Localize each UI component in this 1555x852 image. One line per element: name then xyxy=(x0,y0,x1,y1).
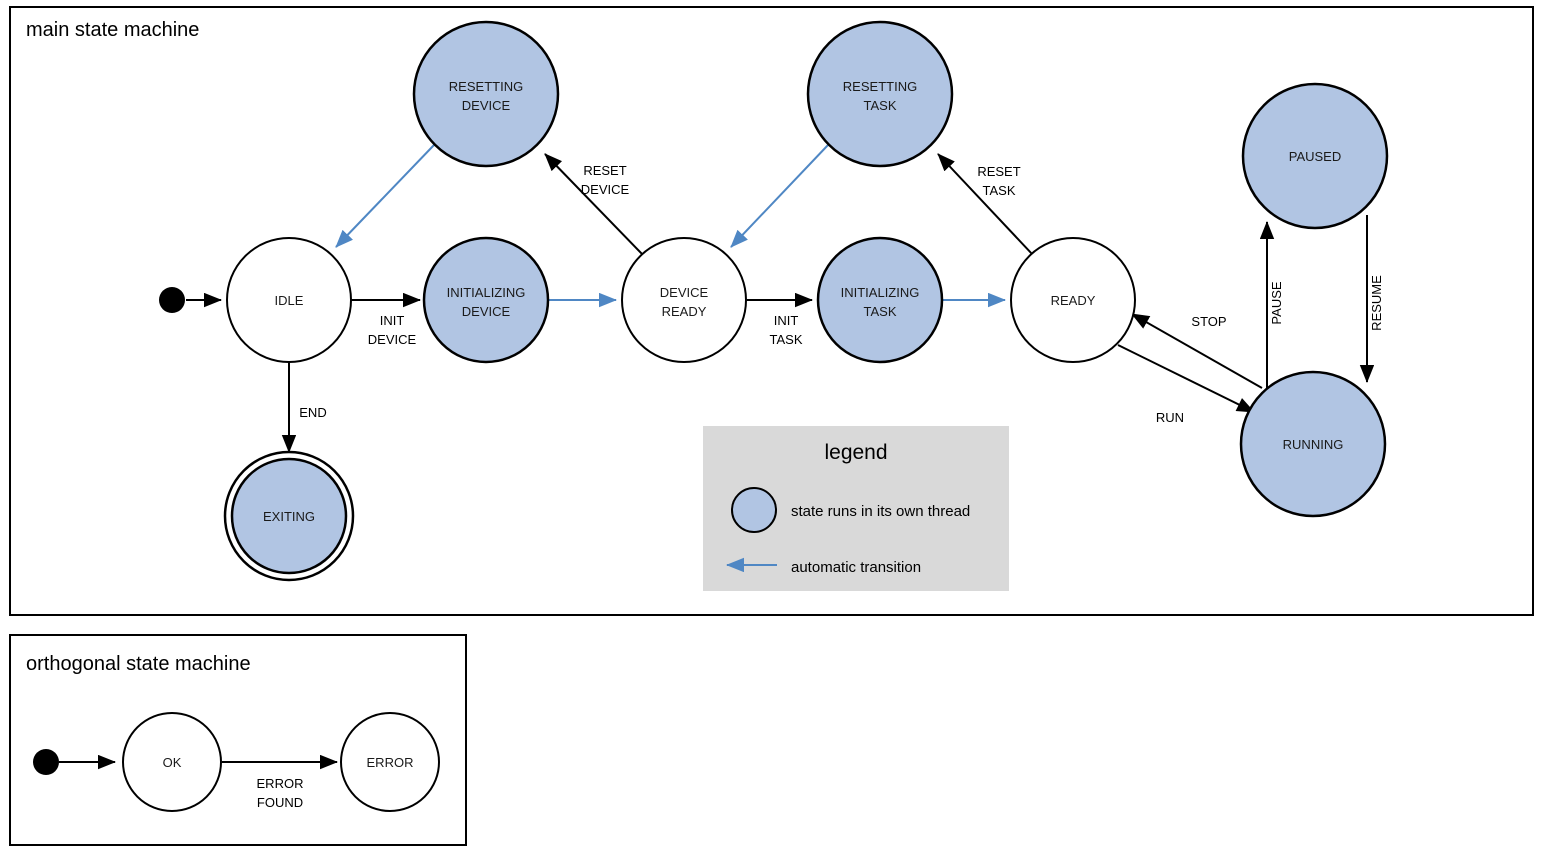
orthogonal-start-state-dot xyxy=(33,749,59,775)
state-error[interactable]: ERROR xyxy=(340,712,440,812)
transition-device-ready-init-task: INIT TASK xyxy=(747,292,813,347)
state-label-line1: IDLE xyxy=(275,293,304,308)
transition-resetting-task-device-ready xyxy=(730,144,829,248)
orthogonal-frame-title: orthogonal state machine xyxy=(26,653,251,675)
transition-idle-end: END xyxy=(281,362,327,453)
transition-paused-resume: RESUME xyxy=(1359,215,1384,383)
state-label-line2: READY xyxy=(662,304,707,319)
transition-label-line1: RESET xyxy=(977,164,1020,179)
state-label-line1: OK xyxy=(163,755,182,770)
main-frame-title: main state machine xyxy=(26,19,199,41)
state-initializing-task[interactable]: INITIALIZING TASK xyxy=(816,236,944,364)
state-exiting[interactable]: EXITING xyxy=(223,450,355,582)
state-paused[interactable]: PAUSED xyxy=(1241,82,1389,230)
transition-label-line2: DEVICE xyxy=(581,182,630,197)
legend-item-label: state runs in its own thread xyxy=(791,503,970,520)
state-ok[interactable]: OK xyxy=(122,712,222,812)
legend-item-label: automatic transition xyxy=(791,559,921,576)
state-idle[interactable]: IDLE xyxy=(226,237,352,363)
state-label-line2: TASK xyxy=(864,98,897,113)
state-ready[interactable]: READY xyxy=(1010,237,1136,363)
legend-thread-state-circle-icon xyxy=(731,487,777,533)
transition-orthogonal-ok-error: ERROR FOUND xyxy=(222,754,338,810)
state-label-line1: INITIALIZING xyxy=(841,285,920,300)
transition-label-line1: INIT xyxy=(380,313,405,328)
state-label-line1: EXITING xyxy=(263,509,315,524)
transition-label-line1: RESUME xyxy=(1369,275,1384,331)
state-resetting-device[interactable]: RESETTING DEVICE xyxy=(412,20,560,168)
transition-label-line1: END xyxy=(299,405,326,420)
transition-label-line2: TASK xyxy=(770,332,803,347)
transition-ready-run: RUN xyxy=(1117,344,1255,425)
transition-label-line1: RESET xyxy=(583,163,626,178)
transition-device-ready-reset: RESET DEVICE xyxy=(544,153,644,256)
transition-ready-reset-task: RESET TASK xyxy=(937,153,1034,256)
state-label-line1: RESETTING xyxy=(843,79,917,94)
transition-label-line1: PAUSE xyxy=(1269,281,1284,324)
transition-label-line1: ERROR xyxy=(257,776,304,791)
state-label-line1: ERROR xyxy=(367,755,414,770)
state-label-line1: READY xyxy=(1051,293,1096,308)
transition-label-line1: INIT xyxy=(774,313,799,328)
legend-item-thread-state: state runs in its own thread xyxy=(731,487,970,533)
legend-item-automatic-transition: automatic transition xyxy=(726,557,921,576)
state-device-ready[interactable]: DEVICE READY xyxy=(621,237,747,363)
state-resetting-task[interactable]: RESETTING TASK xyxy=(806,20,954,168)
state-label-line2: DEVICE xyxy=(462,304,511,319)
legend: legend state runs in its own thread auto… xyxy=(703,426,1009,591)
state-label-line2: TASK xyxy=(864,304,897,319)
state-label-line2: DEVICE xyxy=(462,98,511,113)
transition-label-line2: TASK xyxy=(983,183,1016,198)
state-label-line1: RESETTING xyxy=(449,79,523,94)
transition-label-line2: DEVICE xyxy=(368,332,417,347)
state-label-line1: RUNNING xyxy=(1283,437,1344,452)
transition-label-line1: STOP xyxy=(1191,314,1226,329)
transition-running-stop: STOP xyxy=(1131,313,1263,389)
legend-title: legend xyxy=(824,441,887,464)
state-label-line1: PAUSED xyxy=(1289,149,1342,164)
state-label-line1: INITIALIZING xyxy=(447,285,526,300)
transition-label-line2: FOUND xyxy=(257,795,303,810)
transition-resetting-device-idle xyxy=(335,144,435,248)
state-label-line1: DEVICE xyxy=(660,285,709,300)
transition-running-pause: PAUSE xyxy=(1259,221,1284,398)
main-start-state-dot xyxy=(159,287,185,313)
transition-idle-init-device: INIT DEVICE xyxy=(351,292,421,347)
state-initializing-device[interactable]: INITIALIZING DEVICE xyxy=(422,236,550,364)
transition-label-line1: RUN xyxy=(1156,410,1184,425)
state-running[interactable]: RUNNING xyxy=(1239,370,1387,518)
